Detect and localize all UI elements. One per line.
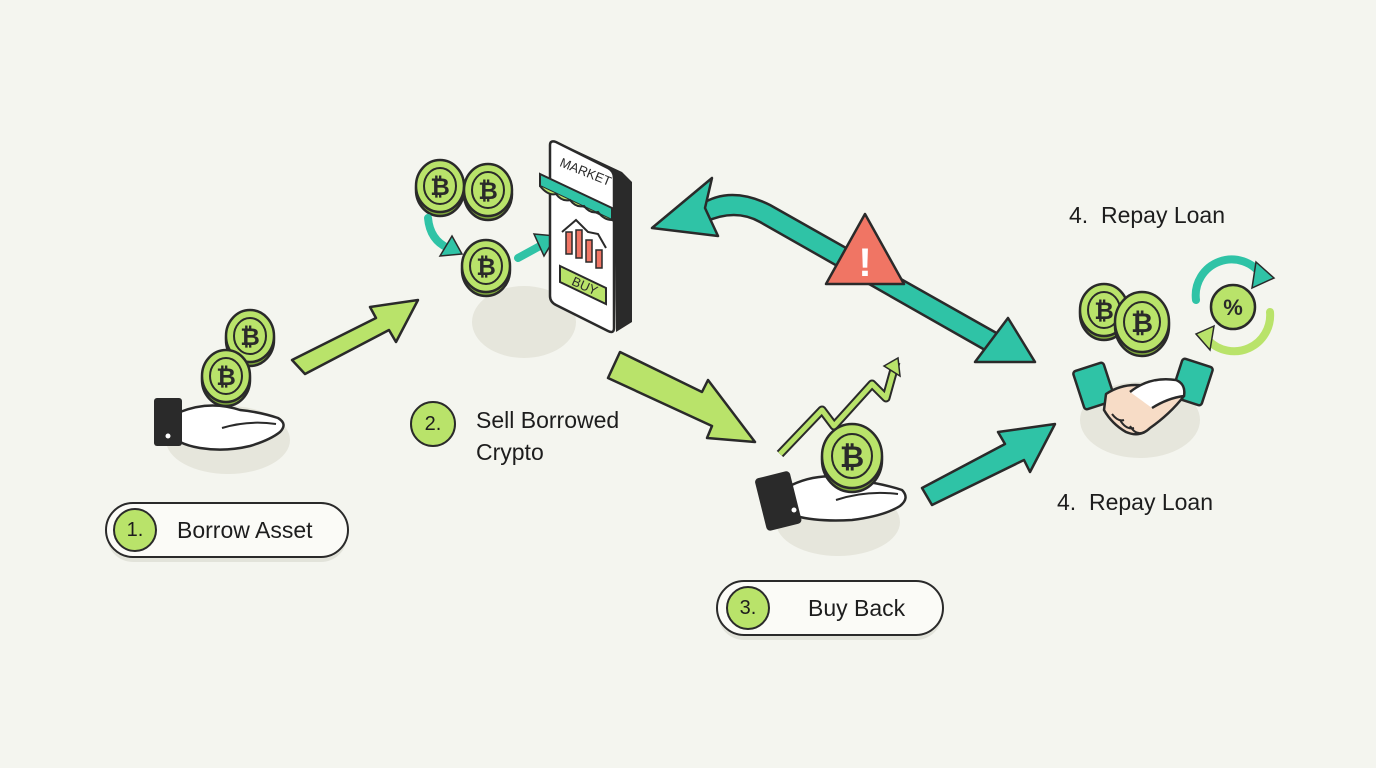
handshake-icon — [1072, 357, 1214, 436]
step-number: 3. — [726, 586, 770, 630]
step-4-top-label: 4. Repay Loan — [1069, 202, 1225, 229]
open-hand-icon — [755, 471, 907, 531]
bitcoin-coin-icon: ₿ — [200, 348, 252, 408]
step-number: 1. — [113, 508, 157, 552]
teal-arrow-buyback-to-repay — [920, 422, 1057, 507]
svg-text:₿: ₿ — [1094, 297, 1114, 325]
bitcoin-coin-icon: ₿ — [414, 158, 466, 218]
step-2-title-line1: Sell Borrowed — [476, 407, 620, 433]
bitcoin-coin-icon: ₿ — [462, 162, 514, 222]
bitcoin-coin-icon: ₿ — [820, 422, 884, 494]
step-title: Repay Loan — [1100, 202, 1226, 228]
step-2-number: 2. — [410, 401, 456, 447]
bitcoin-coin-icon: ₿ — [1078, 282, 1130, 342]
svg-text:₿: ₿ — [240, 323, 260, 351]
ground-shadow — [472, 286, 576, 358]
market-phone-icon: MARKET BUY — [539, 140, 632, 334]
curved-teal-arrow — [424, 214, 452, 252]
open-hand-icon — [154, 398, 285, 451]
step-4-bottom-label: 4. Repay Loan — [1057, 489, 1213, 516]
step-title: Buy Back — [808, 594, 906, 621]
svg-text:₿: ₿ — [478, 177, 498, 205]
lime-arrow-sell-to-buyback — [606, 350, 757, 444]
step-3-label: 3. Buy Back — [716, 580, 944, 636]
step-title: Repay Loan — [1088, 489, 1214, 515]
warning-icon: ! — [824, 212, 906, 286]
step-1-label: 1. Borrow Asset — [105, 502, 349, 558]
interest-refresh-icon: % — [1191, 255, 1276, 356]
step-number: 4. — [1069, 202, 1089, 228]
bitcoin-coin-icon: ₿ — [1113, 290, 1171, 358]
svg-text:₿: ₿ — [476, 253, 496, 281]
svg-text:₿: ₿ — [216, 363, 236, 391]
svg-text:!: ! — [858, 241, 871, 285]
curved-teal-arrow-head — [438, 234, 464, 257]
svg-text:₿: ₿ — [1131, 308, 1153, 339]
svg-text:%: % — [1223, 295, 1243, 320]
lime-arrow-borrow-to-sell — [290, 298, 420, 376]
step-title: Borrow Asset — [177, 516, 313, 543]
step-number: 4. — [1057, 489, 1077, 515]
bitcoin-coin-icon: ₿ — [224, 308, 276, 368]
svg-text:₿: ₿ — [840, 440, 864, 475]
bitcoin-coin-icon: ₿ — [460, 238, 512, 298]
svg-text:₿: ₿ — [430, 173, 450, 201]
step-2-title-line2: Crypto — [476, 439, 544, 465]
rising-trend-arrow-icon — [776, 356, 901, 458]
